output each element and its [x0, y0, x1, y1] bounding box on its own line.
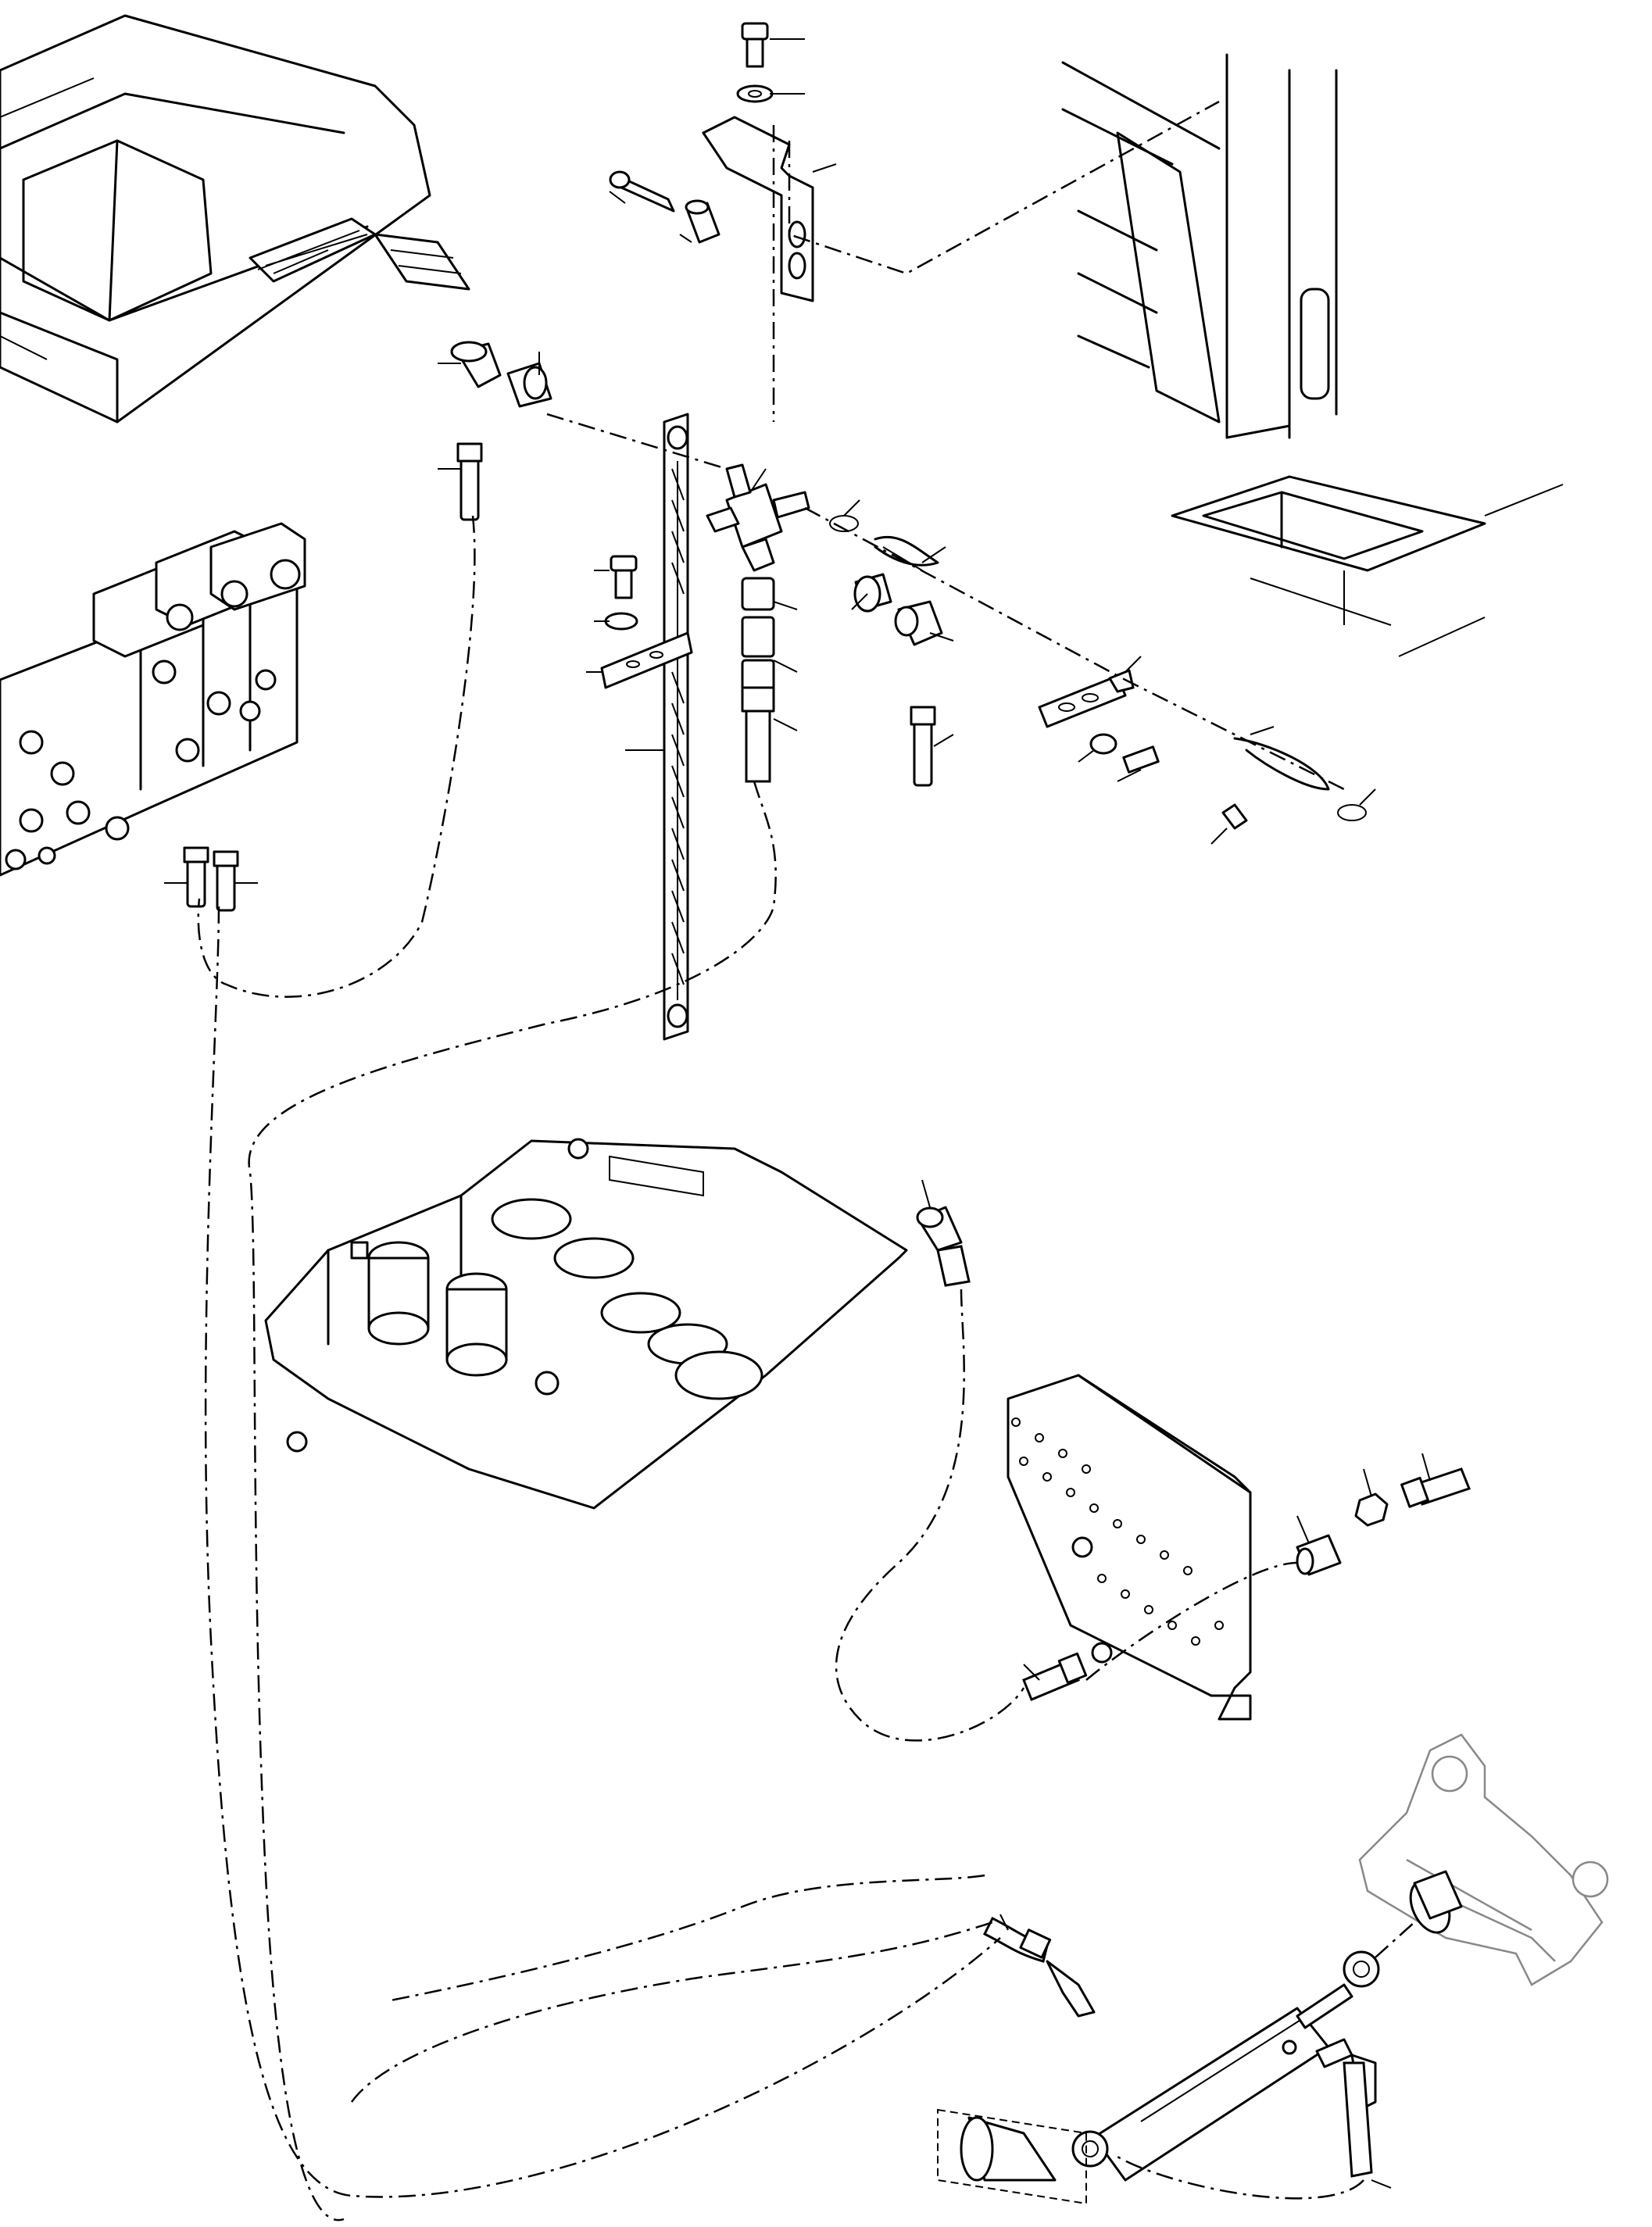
pedal-bracket — [249, 217, 470, 291]
boom-attachment — [1358, 1733, 1609, 1986]
valve-hoses — [183, 846, 239, 912]
right-plate — [1038, 669, 1367, 830]
bulkhead-fittings — [1296, 1467, 1471, 1576]
mounting-plate — [1007, 1374, 1252, 1721]
cab-body — [0, 14, 431, 424]
pressure-tanks — [367, 1241, 508, 1377]
plate-hardware — [600, 555, 693, 689]
hydraulic-frame — [264, 1138, 908, 1510]
structure-frame — [1061, 53, 1564, 657]
support-bracket — [609, 22, 814, 302]
plate-hose-end — [1022, 1652, 1088, 1701]
hydraulic-cylinder — [1071, 1950, 1380, 2182]
routing-lines — [197, 100, 1415, 2222]
cylinder-hoses — [982, 1916, 1377, 2178]
elbow-fitting — [450, 341, 552, 521]
cone-shaft — [937, 2108, 1087, 2205]
grease-strip — [663, 413, 689, 1041]
plate-holes — [1011, 1417, 1224, 1646]
rotor-arms — [491, 1198, 728, 1365]
tee-fitting — [706, 463, 810, 783]
clip-hardware — [829, 515, 943, 787]
frame-hose — [916, 1206, 971, 1287]
leader-lines — [164, 38, 1431, 2189]
valve-block — [0, 522, 306, 877]
valve-fittings — [5, 660, 277, 870]
